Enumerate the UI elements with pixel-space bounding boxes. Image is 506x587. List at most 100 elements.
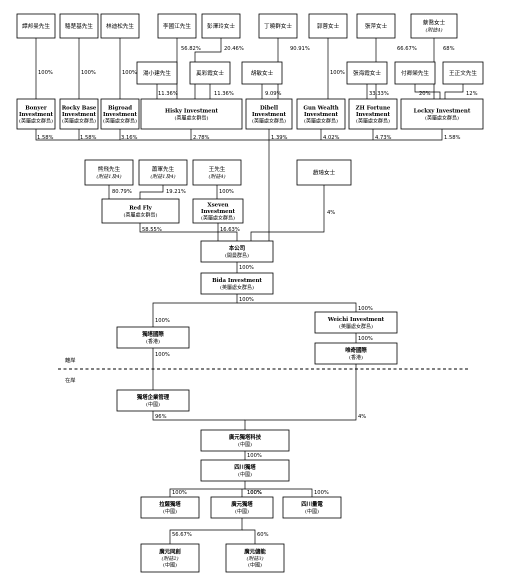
- percentage-label: 1.58%: [80, 135, 97, 141]
- entity-label: (英屬處女群島): [425, 114, 459, 121]
- entity-box: [245, 98, 293, 130]
- entity-label: 李國江先生: [163, 22, 191, 30]
- entity-box: [410, 13, 458, 39]
- entity-luo: 駱楚基先生: [59, 13, 99, 39]
- connector-line: [152, 294, 238, 327]
- connector-lines: [35, 38, 464, 544]
- entity-label: 唯奇國際: [345, 346, 367, 354]
- entity-box: [296, 159, 352, 186]
- entity-label: Hisky Investment: [165, 109, 219, 115]
- entity-label: (香港): [146, 338, 160, 345]
- percentage-label: 4%: [327, 210, 335, 216]
- entity-zhanghy: 張海霞女士: [346, 61, 388, 85]
- percentage-label: 100%: [247, 490, 262, 496]
- entity-label: (附註1及4): [150, 173, 175, 180]
- entity-label: 獨塔企業管理: [136, 393, 170, 401]
- entity-box: [140, 543, 200, 573]
- percentage-label: 80.79%: [112, 189, 132, 195]
- entity-box: [136, 61, 178, 85]
- entity-label: Investment: [19, 112, 54, 118]
- entity-label: Red Fly: [129, 206, 152, 212]
- entity-label: (附註4): [208, 173, 225, 180]
- entity-box: [308, 13, 348, 39]
- entity-box: [314, 311, 398, 334]
- entity-label: Xseven: [207, 202, 228, 208]
- entity-label: (英屬處女群島): [19, 118, 53, 125]
- entity-lasa: 拉薩獨塔(中國): [140, 496, 200, 519]
- entity-label: (中國): [305, 508, 319, 515]
- entity-sichuanlq: 四川量電(中國): [282, 496, 342, 519]
- entity-box: [100, 13, 140, 39]
- entity-label: 蕭軍先生: [152, 165, 175, 173]
- entity-label: (英屬處女群島): [201, 215, 235, 222]
- entity-box: [210, 496, 274, 519]
- connector-line: [35, 129, 443, 141]
- entity-label: 獨塔國際: [141, 330, 164, 338]
- entity-lockxy: Lockxy Investment(英屬處女群島): [400, 98, 484, 130]
- entity-label: Investment: [201, 209, 236, 215]
- entity-box: [140, 98, 243, 130]
- entity-gyjineng: 廣元儲能(附註3)(中國): [225, 543, 285, 573]
- entity-label: (附註3): [246, 555, 263, 562]
- entity-box: [140, 496, 200, 519]
- entity-label: 張海霞女士: [353, 69, 381, 77]
- entity-hu: 胡敏女士: [241, 61, 283, 85]
- entity-label: (英屬處女群島): [103, 118, 137, 125]
- entity-guangyuan: 廣元獨塔(中國): [210, 496, 274, 519]
- percentage-label: 11.36%: [214, 91, 234, 97]
- entity-box: [356, 13, 396, 39]
- connector-line: [169, 481, 246, 497]
- percentage-label: 100%: [358, 306, 373, 312]
- entity-box: [314, 342, 398, 365]
- entity-ding: 丁曉群女士: [258, 13, 298, 39]
- entity-label: Rocky Base: [62, 105, 97, 111]
- entity-label: 彭澤玲女士: [207, 22, 235, 30]
- entity-label: Dibell: [260, 105, 278, 111]
- entity-box: [258, 13, 298, 39]
- entity-label: (香港): [349, 354, 363, 361]
- entity-label: ZH Fortune: [356, 105, 391, 111]
- percentage-label: 9.09%: [265, 91, 282, 97]
- entity-label: 張萍女士: [365, 22, 388, 30]
- connector-line: [139, 185, 164, 199]
- entity-guo: 郭蓉女士: [308, 13, 348, 39]
- percentage-label: 100%: [219, 189, 234, 195]
- entity-label: 熊飛先生: [98, 165, 121, 173]
- entity-label: 湯小建先生: [143, 69, 171, 77]
- entity-bida: Bida Investment(英屬處女群島): [200, 272, 274, 295]
- entity-box: [116, 389, 190, 412]
- entity-box: [201, 13, 241, 39]
- percentage-label: 90.91%: [290, 46, 310, 52]
- entity-label: (英屬處女群島): [220, 284, 254, 291]
- entity-redfly: Red Fly(英屬處女群島): [101, 198, 180, 224]
- entity-dutamgmt: 獨塔企業管理(中國): [116, 389, 190, 412]
- entity-label: 付卿榮先生: [401, 69, 429, 77]
- entity-sichuan: 四川獨塔(中國): [200, 459, 290, 482]
- entity-label: Bigroad: [108, 105, 132, 111]
- entity-weiqiintl: 唯奇國際(香港): [314, 342, 398, 365]
- entity-label: (英屬處女群島): [62, 118, 96, 125]
- entity-box: [138, 159, 188, 186]
- entity-label: (英屬處女群島): [339, 323, 373, 330]
- percentage-label: 1.58%: [37, 135, 54, 141]
- entity-wang_zw: 王正文先生: [442, 61, 484, 85]
- percentage-label: 4.02%: [323, 135, 340, 141]
- connector-line: [414, 84, 441, 99]
- entity-label: (中國): [238, 441, 252, 448]
- connector-line: [250, 185, 325, 241]
- entity-dutaintl: 獨塔國際(香港): [116, 326, 190, 349]
- entity-label: (中國): [146, 401, 160, 408]
- entity-label: (英屬處女群島): [304, 118, 338, 125]
- connector-line: [242, 529, 256, 544]
- percentage-label: 4%: [358, 414, 366, 420]
- entity-box: [394, 61, 436, 85]
- entity-box: [200, 272, 274, 295]
- onshore-label: 在岸: [65, 376, 75, 384]
- entity-label: 奚彩霞女士: [196, 69, 224, 77]
- entity-label: 駱楚基先生: [65, 22, 93, 30]
- entity-label: 四川獨塔: [234, 463, 256, 471]
- entity-box: [348, 98, 398, 130]
- percentage-label: 68%: [443, 46, 455, 52]
- entity-box: [346, 61, 388, 85]
